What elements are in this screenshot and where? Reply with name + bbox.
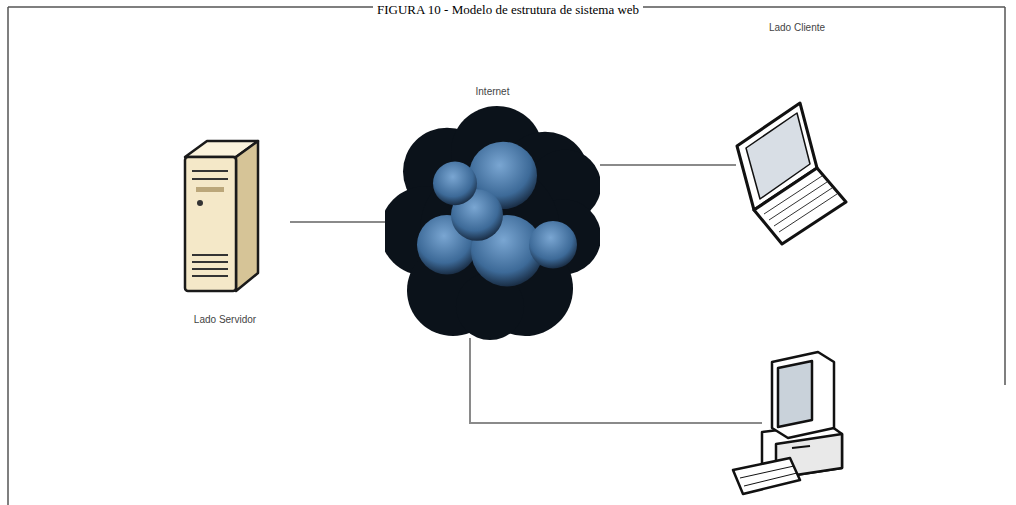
frame-line [7,7,9,505]
figure-title: FIGURA 10 - Modelo de estrutura de siste… [373,2,643,17]
frame-line [1004,7,1006,385]
network-wire [470,338,762,423]
cloud-icon [385,104,600,342]
node-shape [160,135,290,299]
node-label: Lado Cliente [736,22,858,33]
figure-title-row: FIGURA 10 - Modelo de estrutura de siste… [0,0,1016,18]
desktop-computer [733,352,842,494]
monitor-body [772,352,834,438]
node-label: Lado Servidor [160,314,290,325]
server-icon [160,135,290,295]
laptop-icon [722,98,857,248]
server-box: Lado Servidor [160,135,290,325]
node-label: Internet [385,86,600,97]
monitor-screen [778,361,812,427]
keyboard-row [744,473,797,486]
network-link [600,164,736,166]
client-box: Lado Cliente [736,22,858,250]
page-frame [8,7,1005,505]
network-link [290,221,385,223]
node-shape [385,104,600,346]
internet-cloud: Internet [385,86,600,342]
keyboard [733,458,800,494]
drive-slot [792,446,810,448]
node-shape [722,98,857,252]
